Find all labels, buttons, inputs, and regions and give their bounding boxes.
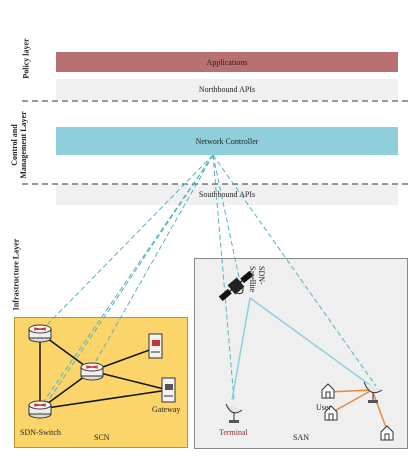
user-dish-icon — [363, 381, 383, 403]
applications-band: Applications — [56, 52, 398, 72]
network-controller-band: Network Controller — [56, 127, 398, 155]
house-icon — [380, 425, 394, 441]
northbound-apis-band: Northbound APIs — [56, 79, 398, 100]
san-region — [194, 258, 408, 449]
satellite-icon — [218, 270, 254, 302]
gateway-icon — [161, 377, 176, 403]
scn-label: SCN — [94, 433, 110, 442]
southbound-apis-band: Southbound APIs — [56, 184, 398, 205]
sdn-switch-icon — [28, 400, 52, 419]
router-icon — [28, 324, 52, 343]
terminal-dish-icon — [225, 403, 243, 423]
house-icon — [321, 383, 335, 399]
terminal-label: Terminal — [219, 428, 248, 437]
gateway-label: Gateway — [152, 405, 181, 414]
server-icon — [148, 333, 163, 359]
san-label: SAN — [293, 433, 310, 442]
user-label: User — [316, 403, 332, 412]
satellite-label-line2: Satellite — [248, 266, 257, 293]
satellite-label: SDN- Satellite — [248, 266, 266, 292]
satellite-label-line1: SDN- — [257, 266, 266, 285]
router-icon — [80, 362, 104, 381]
house-icon — [324, 405, 338, 421]
sdn-switch-label: SDN-Switch — [20, 428, 61, 437]
